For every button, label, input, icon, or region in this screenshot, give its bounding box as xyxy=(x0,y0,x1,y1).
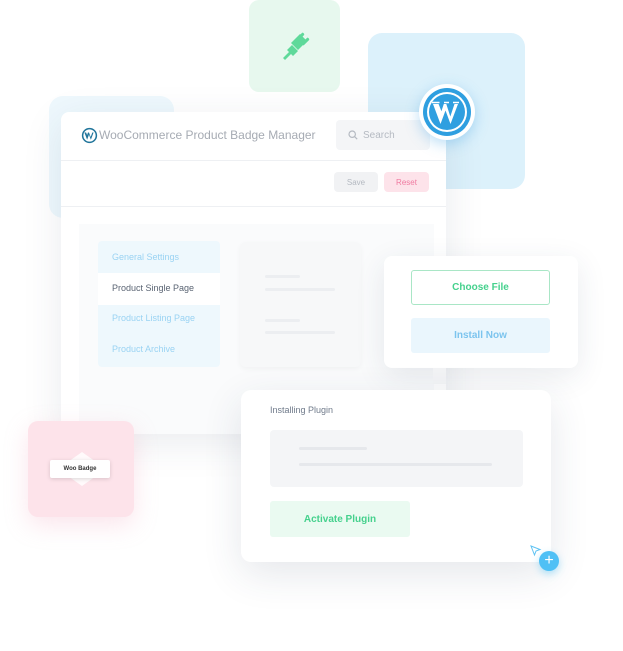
cursor-icon xyxy=(530,545,542,557)
skeleton-line xyxy=(299,447,367,450)
search-input[interactable]: Search xyxy=(336,120,430,150)
install-progress-log xyxy=(270,430,523,487)
menu-active-highlight xyxy=(98,273,220,305)
wordpress-icon xyxy=(423,88,471,136)
installing-plugin-card: Installing Plugin Activate Plugin xyxy=(241,390,551,562)
search-label: Search xyxy=(363,129,395,141)
window-toolbar: Save Reset xyxy=(61,160,446,207)
woo-badge-label: Woo Badge xyxy=(50,460,110,478)
search-icon xyxy=(348,130,358,140)
settings-menu: General Settings Product Single Page Pro… xyxy=(98,241,220,367)
menu-item-general-settings[interactable]: General Settings xyxy=(112,252,180,262)
menu-item-product-listing-page[interactable]: Product Listing Page xyxy=(112,313,196,323)
skeleton-line xyxy=(265,288,335,291)
skeleton-line xyxy=(299,463,492,466)
menu-item-product-single-page[interactable]: Product Single Page xyxy=(112,283,195,293)
skeleton-line xyxy=(265,331,335,334)
choose-file-button[interactable]: Choose File xyxy=(411,270,550,305)
wordpress-icon xyxy=(81,127,98,144)
activate-plugin-button[interactable]: Activate Plugin xyxy=(270,501,410,537)
card-connector xyxy=(433,368,446,384)
window-header: WooCommerce Product Badge Manager Search xyxy=(61,112,446,161)
window-title: WooCommerce Product Badge Manager xyxy=(99,128,316,142)
plug-icon xyxy=(283,32,310,60)
install-now-button[interactable]: Install Now xyxy=(411,318,550,353)
menu-item-product-archive[interactable]: Product Archive xyxy=(112,344,176,354)
reset-button[interactable]: Reset xyxy=(384,172,429,192)
add-button[interactable]: + xyxy=(539,551,559,571)
woo-badge-graphic: Woo Badge xyxy=(44,446,116,492)
wordpress-badge xyxy=(419,84,475,140)
installing-plugin-title: Installing Plugin xyxy=(270,405,334,415)
save-button[interactable]: Save xyxy=(334,172,378,192)
upload-plugin-card: Choose File Install Now xyxy=(384,256,578,368)
preview-card xyxy=(240,242,361,367)
skeleton-line xyxy=(265,275,300,278)
skeleton-line xyxy=(265,319,300,322)
